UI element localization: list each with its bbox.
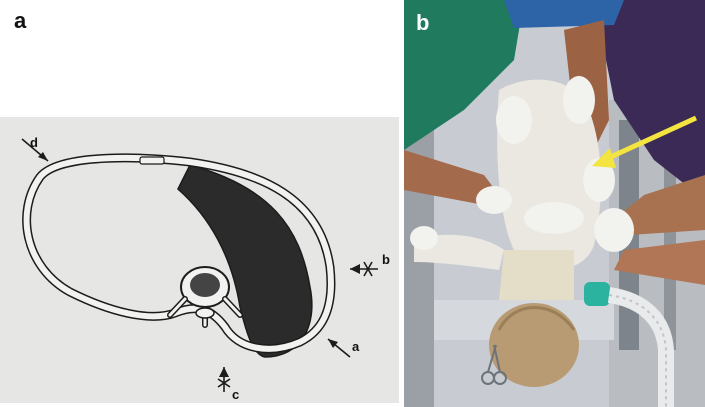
- panel-b-letter: b: [416, 12, 429, 34]
- photo-panel: [404, 0, 705, 407]
- casting-photo: [404, 0, 705, 407]
- diagram-panel: d b a c: [0, 117, 399, 403]
- trunk-cross-section-drawing: d b a c: [0, 117, 399, 403]
- blue-cap: [504, 0, 624, 28]
- panel-a-letter: a: [14, 10, 26, 32]
- ring-seam: [140, 157, 164, 164]
- label-c: c: [232, 387, 239, 402]
- label-d: d: [30, 135, 38, 150]
- label-a: a: [352, 339, 360, 354]
- label-b: b: [382, 252, 390, 267]
- child-head: [489, 303, 579, 387]
